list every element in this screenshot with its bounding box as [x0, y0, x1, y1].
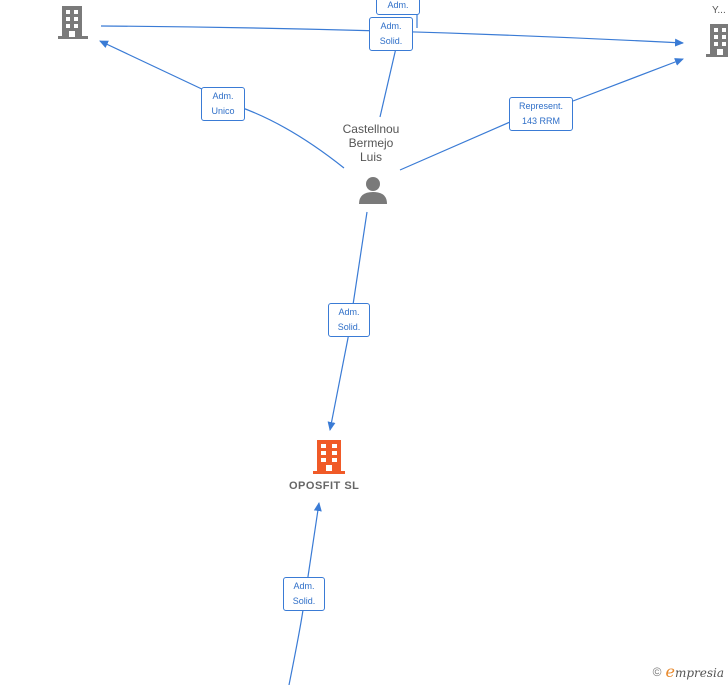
footer-brand: © empresia	[653, 662, 724, 681]
brand-name: mpresia	[674, 666, 724, 680]
edge-label-text: Adm.	[380, 21, 402, 31]
company-name-right[interactable]: Y...	[712, 5, 726, 16]
edge-label-text: 143 RRM	[521, 116, 560, 126]
edge-label-text: Adm.	[387, 0, 409, 10]
edge-label-text: Solid.	[292, 596, 316, 606]
person-name-line: Luis	[359, 150, 382, 164]
edge-person-right	[399, 59, 683, 171]
person-name-line: Bermejo	[348, 136, 394, 150]
edge-label-text: Unico	[211, 106, 235, 116]
building-icon[interactable]	[58, 6, 88, 39]
edge-label-text: Solid.	[379, 36, 403, 46]
edge-label-left: Adm. Unico	[201, 87, 245, 121]
person-name[interactable]: Castellnou Bermejo Luis	[333, 122, 409, 164]
edge-person-top	[379, 47, 397, 118]
edge-label-top: Adm. Solid.	[369, 17, 413, 51]
edge-label-text: Represent.	[518, 101, 564, 111]
company-name-main[interactable]: OPOSFIT SL	[289, 480, 360, 492]
edge-label-bottom: Adm. Solid.	[283, 577, 325, 611]
person-name-line: Castellnou	[342, 122, 400, 136]
brand-logo[interactable]: empresia	[665, 662, 724, 681]
edge-label-text: Adm.	[338, 307, 360, 317]
brand-initial: e	[665, 662, 675, 681]
edge-label-text: Solid.	[337, 322, 361, 332]
edge-label-text: Adm.	[212, 91, 234, 101]
copyright-icon: ©	[652, 664, 662, 679]
building-icon[interactable]	[313, 440, 345, 474]
building-icon[interactable]	[706, 24, 728, 57]
edge-label-top-upper: Adm.	[376, 0, 420, 15]
edge-label-middle: Adm. Solid.	[328, 303, 370, 337]
edge-label-right: Represent. 143 RRM	[509, 97, 573, 131]
edge-label-text: Adm.	[293, 581, 315, 591]
person-icon[interactable]	[359, 177, 387, 204]
